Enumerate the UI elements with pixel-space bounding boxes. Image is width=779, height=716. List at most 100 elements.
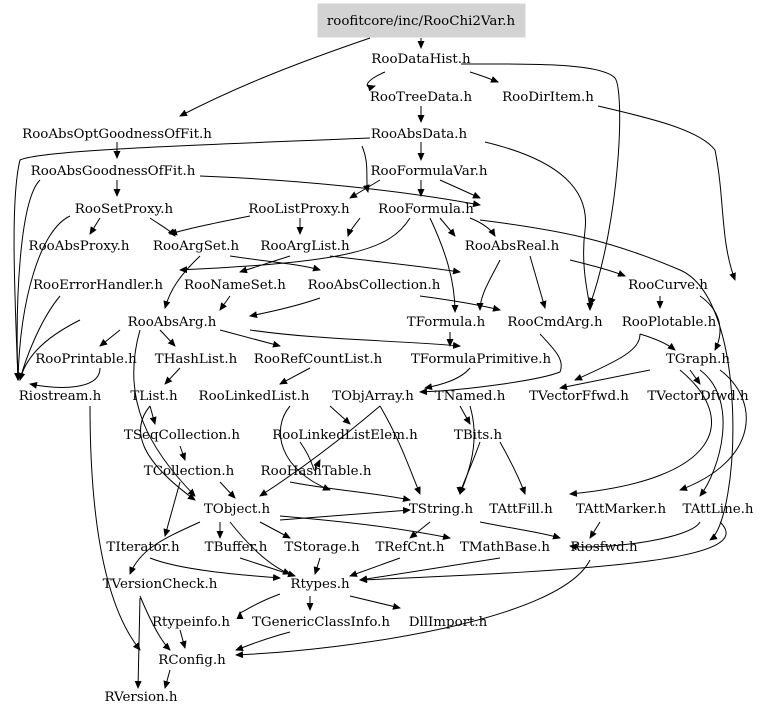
edge: [469, 217, 496, 237]
node-roocmdarg[interactable]: RooCmdArg.h: [507, 315, 603, 330]
edge: [219, 329, 281, 348]
node-tvectordfwd[interactable]: TVectorDfwd.h: [647, 389, 749, 404]
edge: [359, 557, 501, 583]
edge: [379, 405, 421, 495]
edge: [419, 295, 501, 312]
node-titerator[interactable]: TIterator.h: [106, 540, 180, 555]
node-tbuffer[interactable]: TBuffer.h: [205, 540, 268, 555]
node-trefcnt[interactable]: TRefCnt.h: [375, 540, 444, 555]
edge: [349, 179, 381, 199]
node-tseqcollection[interactable]: TSeqCollection.h: [124, 428, 241, 443]
edge: [89, 217, 101, 235]
node-roosetproxy[interactable]: RooSetProxy.h: [75, 202, 174, 217]
edge: [699, 295, 722, 351]
edge: [89, 405, 141, 651]
edge: [313, 557, 321, 575]
dependency-edges: [13, 37, 747, 689]
node-rootreedata[interactable]: RooTreeData.h: [370, 90, 473, 105]
node-thashlist[interactable]: THashList.h: [155, 352, 238, 367]
node-tnamed[interactable]: TNamed.h: [435, 389, 506, 404]
node-tcollection[interactable]: TCollection.h: [144, 464, 235, 479]
edge: [529, 255, 547, 309]
edge: [349, 557, 401, 577]
node-roonameset[interactable]: RooNameSet.h: [184, 278, 286, 293]
edge: [159, 329, 176, 347]
node-rooarglist[interactable]: RooArgList.h: [260, 239, 350, 254]
node-rooabsproxy[interactable]: RooAbsProxy.h: [28, 239, 129, 254]
node-tformulaprimitive[interactable]: TFormulaPrimitive.h: [411, 352, 552, 367]
edge: [236, 593, 281, 620]
edge: [689, 369, 701, 385]
edge: [239, 557, 296, 578]
edge: [229, 521, 291, 575]
node-tlist[interactable]: TList.h: [130, 389, 178, 404]
edge: [179, 445, 186, 461]
node-rooargset[interactable]: RooArgSet.h: [153, 239, 240, 254]
node-tobjarray[interactable]: TObjArray.h: [332, 389, 414, 404]
node-tobject[interactable]: TObject.h: [204, 502, 271, 517]
node-rooabsarg[interactable]: RooAbsArg.h: [128, 315, 217, 330]
edge: [99, 329, 121, 347]
node-rconfig[interactable]: RConfig.h: [158, 653, 226, 668]
root-node-label[interactable]: roofitcore/inc/RooChi2Var.h: [327, 14, 516, 29]
node-rooabsgoodnessoffit[interactable]: RooAbsGoodnessOfFit.h: [31, 164, 196, 179]
node-tgenericclassinfo[interactable]: TGenericClassInfo.h: [252, 615, 390, 630]
node-tformula[interactable]: TFormula.h: [407, 315, 486, 330]
node-rooabsreal[interactable]: RooAbsReal.h: [465, 239, 560, 254]
node-rtypeinfo[interactable]: Rtypeinfo.h: [152, 615, 230, 630]
node-rooplotable[interactable]: RooPlotable.h: [622, 315, 717, 330]
node-rooprintable[interactable]: RooPrintable.h: [35, 352, 137, 367]
node-tbits[interactable]: TBits.h: [454, 428, 503, 443]
node-tversioncheck[interactable]: TVersionCheck.h: [103, 577, 218, 592]
node-dllimport[interactable]: DllImport.h: [409, 615, 488, 630]
node-roocurve[interactable]: RooCurve.h: [628, 278, 708, 293]
node-roohashtable[interactable]: RooHashTable.h: [261, 464, 372, 479]
node-riostream[interactable]: Riostream.h: [19, 389, 102, 404]
node-tvectorffwd[interactable]: TVectorFfwd.h: [529, 389, 629, 404]
node-rooabscollection[interactable]: RooAbsCollection.h: [308, 278, 441, 293]
edge: [139, 595, 171, 651]
node-rversion[interactable]: RVersion.h: [104, 690, 177, 705]
node-tattfill[interactable]: TAttFill.h: [489, 502, 553, 517]
edge: [279, 405, 331, 491]
node-roolinkedlist[interactable]: RooLinkedList.h: [199, 389, 310, 404]
node-roodatahist[interactable]: RooDataHist.h: [371, 52, 471, 67]
node-rooformulavar[interactable]: RooFormulaVar.h: [370, 164, 487, 179]
edge: [29, 367, 101, 389]
edge: [459, 405, 471, 425]
edge: [199, 175, 481, 208]
edge: [289, 481, 411, 503]
edge: [479, 219, 734, 541]
node-tstorage[interactable]: TStorage.h: [284, 540, 360, 555]
node-rooabsoptgoodnessoffit[interactable]: RooAbsOptGoodnessOfFit.h: [22, 127, 212, 142]
edge: [163, 481, 181, 537]
edge: [484, 141, 594, 311]
edge: [133, 329, 196, 497]
edge: [439, 179, 481, 199]
node-riosfwd[interactable]: Riosfwd.h: [570, 540, 638, 555]
edge: [589, 521, 601, 539]
node-tgraph[interactable]: TGraph.h: [666, 352, 730, 367]
node-tstring[interactable]: TString.h: [409, 502, 474, 517]
edge: [559, 369, 651, 391]
edge: [409, 521, 431, 539]
node-rtypes[interactable]: Rtypes.h: [290, 577, 350, 592]
node-rooerrorhandler[interactable]: RooErrorHandler.h: [33, 278, 163, 293]
node-roorefcountlist[interactable]: RooRefCountList.h: [254, 352, 383, 367]
dependency-nodes: RooDataHist.h RooTreeData.h RooDirItem.h…: [19, 52, 754, 705]
root-node-box: [317, 3, 526, 38]
node-tmathbase[interactable]: TMathBase.h: [460, 540, 551, 555]
edge: [499, 441, 526, 495]
edge: [329, 255, 461, 275]
node-roolinkedlistelem[interactable]: RooLinkedListElem.h: [272, 428, 418, 443]
edge: [419, 333, 562, 396]
node-rooabsdata[interactable]: RooAbsData.h: [371, 127, 468, 142]
node-tattmarker[interactable]: TAttMarker.h: [576, 502, 667, 517]
node-tattline[interactable]: TAttLine.h: [683, 502, 754, 517]
edge: [346, 217, 361, 237]
node-rooformula[interactable]: RooFormula.h: [378, 202, 474, 217]
node-roodiritem[interactable]: RooDirItem.h: [502, 90, 594, 105]
edge: [169, 215, 251, 236]
node-roolistproxy[interactable]: RooListProxy.h: [248, 202, 350, 217]
